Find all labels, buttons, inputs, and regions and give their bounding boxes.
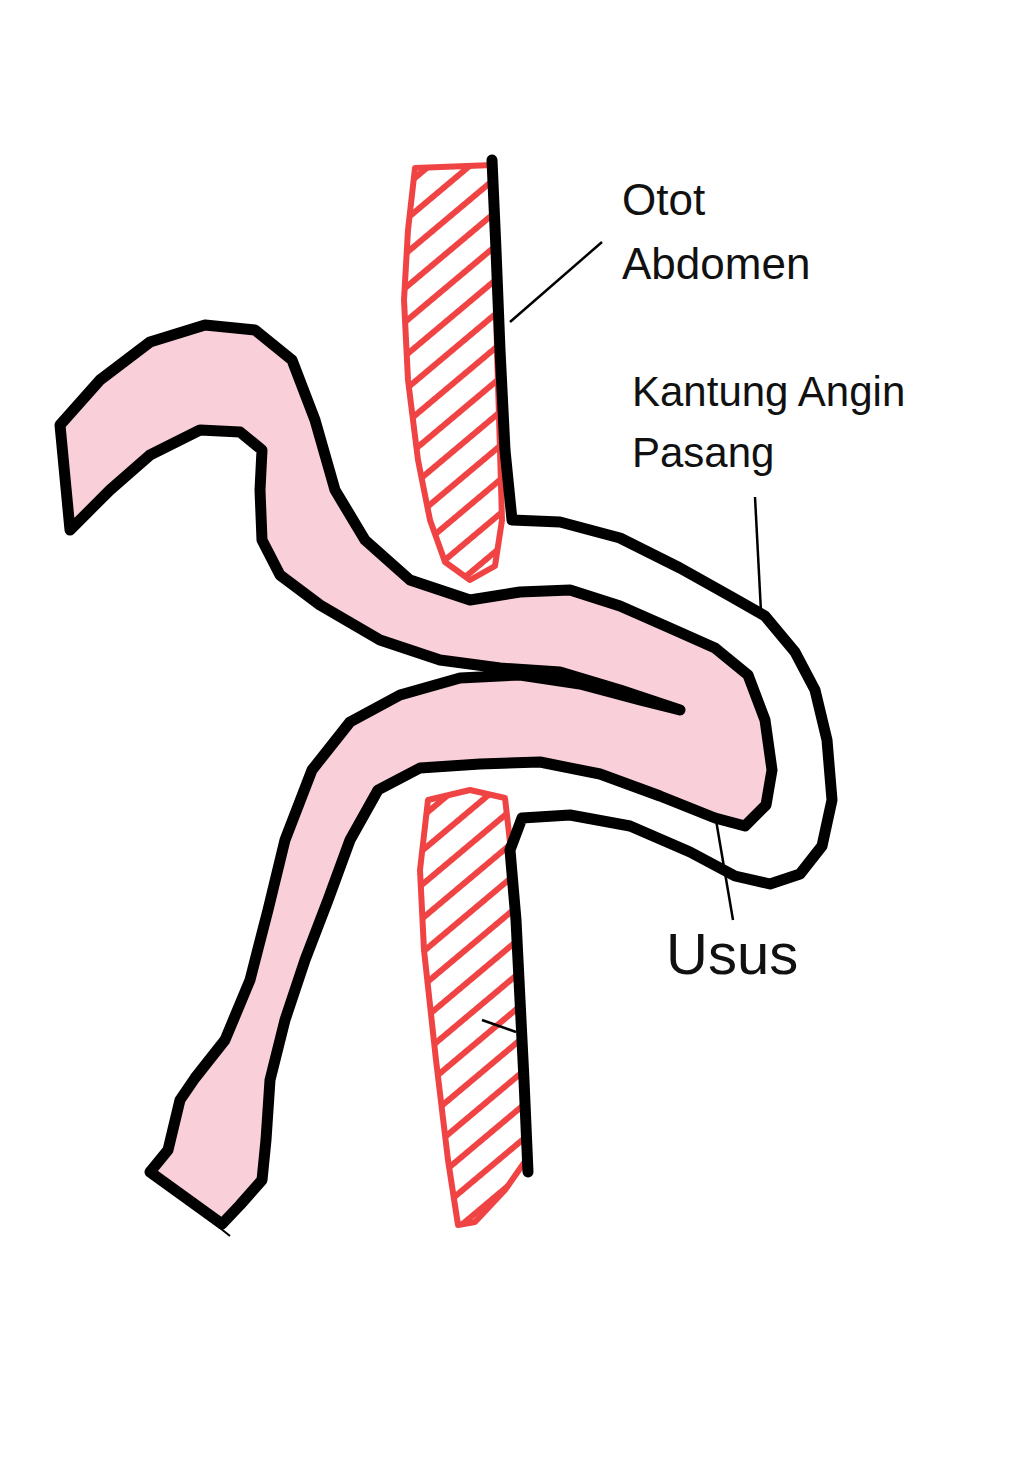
leader-line	[510, 242, 602, 322]
leader-line	[716, 820, 733, 920]
leader-line	[482, 1020, 516, 1032]
leader-line	[755, 497, 761, 612]
muscle-upper	[404, 165, 502, 580]
part-label: Usus	[666, 912, 866, 996]
cut-end	[60, 425, 70, 535]
part-label: Kantung Angin Pasang	[632, 362, 908, 484]
cut-end	[150, 1172, 230, 1236]
part-label: Otot Abdomen	[622, 168, 862, 296]
